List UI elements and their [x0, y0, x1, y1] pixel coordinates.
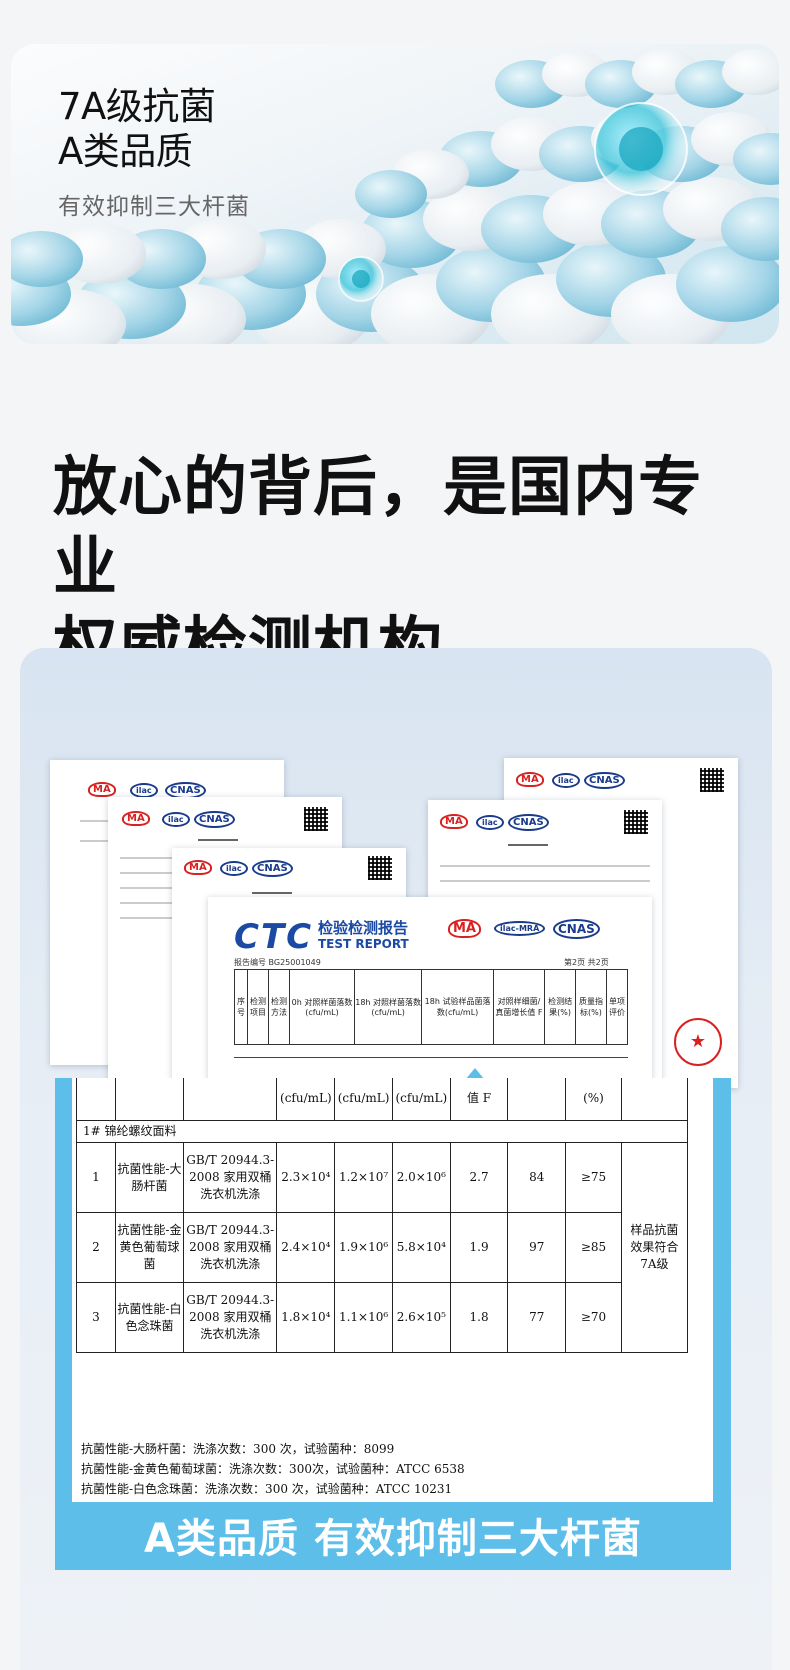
cell-c18: 1.1×10⁶ [334, 1282, 393, 1353]
red-seal-icon: ★ [674, 1018, 722, 1066]
th-index: 质量指标(%) [575, 969, 607, 1045]
cell-item: 抗菌性能-白色念珠菌 [114, 1282, 185, 1353]
test-note: 抗菌性能-白色念珠菌：洗涤次数：300 次，试验菌种：ATCC 10231 [81, 1482, 453, 1496]
hero-title: 7A级抗菌 A类品质 [58, 84, 216, 174]
unit-c18: (cfu/mL) [334, 1078, 393, 1121]
unit-t18: (cfu/mL) [391, 1078, 451, 1121]
th-t18: 18h 试验样品菌落数(cfu/mL) [421, 969, 494, 1045]
cell-f: 1.8 [449, 1282, 509, 1353]
section-label: 1# 锦纶螺纹面料 [76, 1120, 688, 1143]
cell-no: 2 [76, 1212, 116, 1283]
report-page-number: 第2页 共2页 [564, 958, 609, 967]
test-note: 抗菌性能-金黄色葡萄球菌：洗涤次数：300次，试验菌种：ATCC 6538 [81, 1462, 465, 1476]
report-title-en: TEST REPORT [318, 937, 409, 951]
cell-method: GB/T 20944.3-2008 家用双桶洗衣机洗涤 [183, 1142, 278, 1213]
cell-method: GB/T 20944.3-2008 家用双桶洗衣机洗涤 [183, 1212, 278, 1283]
test-note: 抗菌性能-大肠杆菌：洗涤次数：300 次，试验菌种：8099 [81, 1442, 395, 1456]
unit-f: 值 F [449, 1078, 509, 1121]
cell-index: ≥70 [565, 1282, 622, 1353]
pillow-pattern-image [11, 49, 779, 344]
ma-mark-icon: MA [448, 919, 481, 938]
th-no: 序号 [234, 969, 248, 1045]
cell-result: 77 [507, 1282, 567, 1353]
th-eval: 单项评价 [605, 969, 629, 1045]
zoomed-results-table: (cfu/mL) (cfu/mL) (cfu/mL) 值 F (%) 1# 锦纶… [76, 1078, 689, 1353]
cell-index: ≥75 [565, 1142, 622, 1213]
th-item: 检测项目 [246, 969, 270, 1045]
cell-no: 3 [76, 1282, 116, 1353]
cell-verdict: 样品抗菌效果符合7A级 [620, 1142, 689, 1353]
zoom-pointer [465, 1068, 485, 1080]
cell-f: 2.7 [449, 1142, 509, 1213]
hero-banner: 7A级抗菌 A类品质 有效抑制三大杆菌 [11, 44, 779, 344]
headline-line1: 放心的背后，是国内专业 [53, 451, 703, 605]
cnas-mark-icon: CNAS [553, 919, 600, 939]
th-method: 检测方法 [268, 969, 291, 1045]
report-number: 报告编号 BG25001049 [234, 958, 321, 967]
th-c0: 0h 对照样菌落数(cfu/mL) [289, 969, 355, 1045]
ilac-mark-icon: ilac-MRA [494, 921, 546, 936]
zoomed-table-area: (cfu/mL) (cfu/mL) (cfu/mL) 值 F (%) 1# 锦纶… [72, 1078, 713, 1502]
table-row: 2 抗菌性能-金黄色葡萄球菌 GB/T 20944.3-2008 家用双桶洗衣机… [76, 1212, 688, 1283]
quality-banner: A类品质 有效抑制三大杆菌 [144, 1516, 642, 1562]
report-table-header: 序号 检测项目 检测方法 0h 对照样菌落数(cfu/mL) 18h 对照样菌落… [234, 969, 629, 1045]
cell-c0: 2.4×10⁴ [276, 1212, 336, 1283]
table-row: 3 抗菌性能-白色念珠菌 GB/T 20944.3-2008 家用双桶洗衣机洗涤… [76, 1282, 688, 1353]
cell-t18: 5.8×10⁴ [391, 1212, 451, 1283]
cell-index: ≥85 [565, 1212, 622, 1283]
report-title-cn: 检验检测报告 [318, 919, 409, 937]
cell-result: 84 [507, 1142, 567, 1213]
unit-c0: (cfu/mL) [276, 1078, 336, 1121]
ctc-logo: CTC [234, 917, 314, 957]
cell-c0: 2.3×10⁴ [276, 1142, 336, 1213]
cell-t18: 2.0×10⁶ [391, 1142, 451, 1213]
cell-c18: 1.2×10⁷ [334, 1142, 393, 1213]
th-c18: 18h 对照样菌落数(cfu/mL) [353, 969, 423, 1045]
th-result: 检测结果(%) [544, 969, 577, 1045]
table-row: 1 抗菌性能-大肠杆菌 GB/T 20944.3-2008 家用双桶洗衣机洗涤 … [76, 1142, 689, 1353]
cell-t18: 2.6×10⁵ [391, 1282, 451, 1353]
cell-item: 抗菌性能-金黄色葡萄球菌 [114, 1212, 185, 1283]
zoomed-report-panel: (cfu/mL) (cfu/mL) (cfu/mL) 值 F (%) 1# 锦纶… [55, 1078, 731, 1570]
cell-f: 1.9 [449, 1212, 509, 1283]
cell-no: 1 [76, 1142, 116, 1213]
cell-item: 抗菌性能-大肠杆菌 [114, 1142, 185, 1213]
cell-c0: 1.8×10⁴ [276, 1282, 336, 1353]
hero-title-line2: A类品质 [58, 130, 193, 173]
cell-c18: 1.9×10⁶ [334, 1212, 393, 1283]
cell-result: 97 [507, 1212, 567, 1283]
cell-method: GB/T 20944.3-2008 家用双桶洗衣机洗涤 [183, 1282, 278, 1353]
hero-title-line1: 7A级抗菌 [58, 85, 216, 128]
unit-index: (%) [565, 1078, 622, 1121]
hero-subtitle: 有效抑制三大杆菌 [58, 194, 250, 220]
th-f: 对照样细菌/真菌增长值 F [492, 969, 546, 1045]
